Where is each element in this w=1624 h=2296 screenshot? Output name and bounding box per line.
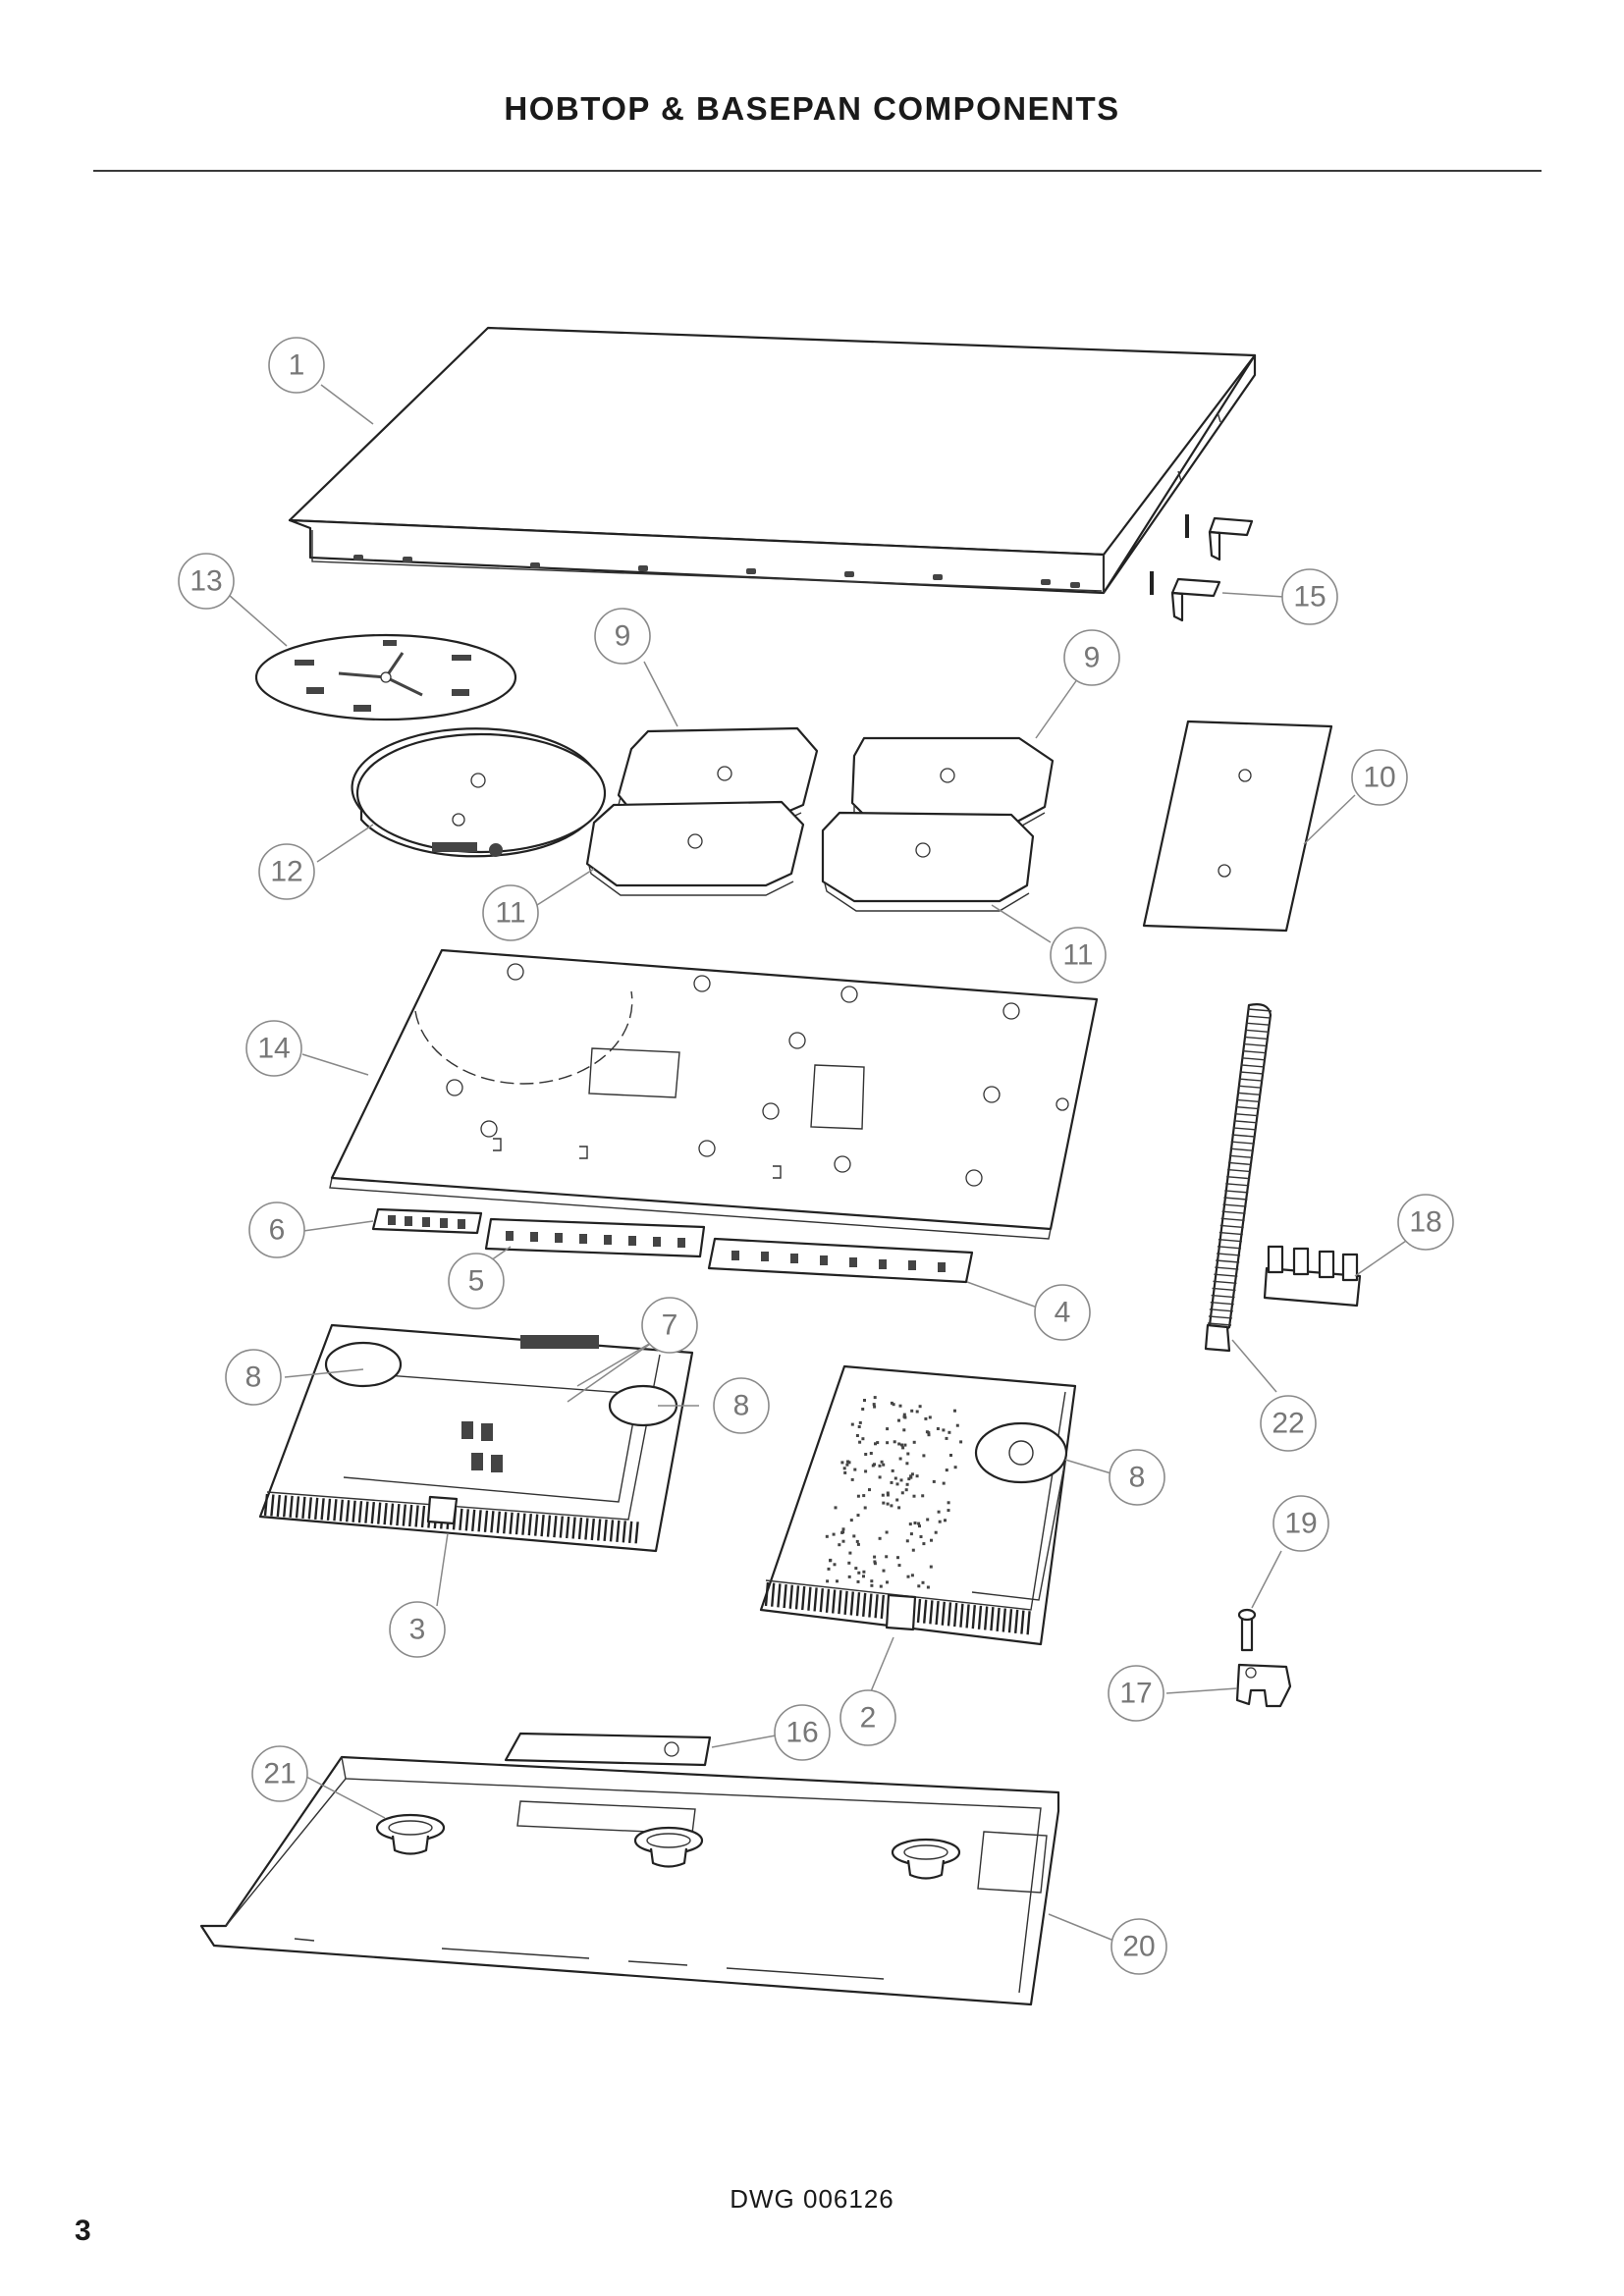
part-16-cover-plate — [504, 1732, 712, 1767]
callout-7: 7 — [641, 1297, 698, 1354]
svg-text:9: 9 — [1084, 642, 1101, 674]
svg-text:14: 14 — [257, 1033, 290, 1065]
callout-19: 19 — [1272, 1495, 1329, 1552]
callout-16: 16 — [774, 1704, 831, 1761]
page-title: HOBTOP & BASEPAN COMPONENTS — [504, 90, 1120, 127]
part-2-right-power-module — [759, 1364, 1077, 1646]
part-15-mounting-brackets — [1150, 514, 1254, 622]
svg-text:12: 12 — [270, 856, 302, 888]
svg-text:22: 22 — [1272, 1408, 1304, 1440]
svg-text:21: 21 — [263, 1758, 296, 1790]
callout-21: 21 — [251, 1745, 308, 1802]
page-number: 3 — [75, 2215, 91, 2247]
part-1-glass-top — [288, 326, 1257, 595]
callout-17: 17 — [1108, 1665, 1164, 1722]
callout-leaders — [228, 384, 1410, 1943]
part-13-coil-support-disc — [254, 633, 517, 721]
svg-text:11: 11 — [1062, 939, 1093, 972]
part-19-clamp-screw — [1237, 1608, 1257, 1652]
callout-bubbles: 1 13 15 9 9 10 — [178, 337, 1454, 1975]
callout-2: 2 — [839, 1689, 896, 1746]
part-22-flexible-conduit — [1204, 1003, 1272, 1353]
svg-text:7: 7 — [662, 1309, 678, 1342]
callout-11-right: 11 — [1050, 927, 1107, 984]
part-11-front-right-coil — [821, 811, 1035, 912]
callout-6: 6 — [248, 1201, 305, 1258]
part-5-touch-control-board — [484, 1217, 706, 1258]
callout-8-left: 8 — [225, 1349, 282, 1406]
svg-text:19: 19 — [1284, 1508, 1317, 1540]
callout-1: 1 — [268, 337, 325, 394]
part-17-cable-clamp — [1235, 1663, 1292, 1708]
drawing-number: DWG 006126 — [730, 2184, 894, 2214]
callout-11-left: 11 — [482, 884, 539, 941]
svg-text:3: 3 — [409, 1614, 426, 1646]
callout-22: 22 — [1260, 1395, 1317, 1452]
callout-8-right: 8 — [1109, 1449, 1165, 1506]
svg-text:18: 18 — [1409, 1206, 1441, 1239]
svg-text:15: 15 — [1293, 581, 1326, 614]
svg-text:20: 20 — [1122, 1931, 1155, 1963]
callout-13: 13 — [178, 553, 235, 610]
callout-5: 5 — [448, 1253, 505, 1309]
svg-text:1: 1 — [289, 349, 305, 382]
svg-text:8: 8 — [733, 1390, 750, 1422]
title-divider — [93, 170, 1542, 172]
callout-4: 4 — [1034, 1284, 1091, 1341]
svg-text:8: 8 — [245, 1362, 262, 1394]
callout-9-left: 9 — [594, 608, 651, 665]
callout-20: 20 — [1110, 1918, 1167, 1975]
svg-text:17: 17 — [1119, 1678, 1152, 1710]
part-20-base-pan — [199, 1755, 1060, 2006]
callout-15: 15 — [1281, 568, 1338, 625]
svg-text:13: 13 — [189, 565, 222, 598]
callout-10: 10 — [1351, 749, 1408, 806]
part-4-touch-control-board — [707, 1237, 974, 1284]
svg-text:2: 2 — [860, 1702, 877, 1735]
callout-8-middle: 8 — [713, 1377, 770, 1434]
part-21-rubber-feet — [375, 1813, 961, 1880]
part-14-coil-carrier-plate — [329, 948, 1099, 1240]
callout-9-right: 9 — [1063, 629, 1120, 686]
svg-text:5: 5 — [468, 1265, 485, 1298]
callout-14: 14 — [245, 1020, 302, 1077]
svg-text:16: 16 — [785, 1717, 818, 1749]
part-11-front-left-coil — [585, 800, 805, 896]
part-18-terminal-block — [1263, 1245, 1362, 1308]
part-6-touch-control-board — [371, 1207, 483, 1235]
svg-text:4: 4 — [1055, 1297, 1071, 1329]
part-10-insulation-panel — [1142, 720, 1333, 933]
svg-text:8: 8 — [1129, 1462, 1146, 1494]
callout-3: 3 — [389, 1601, 446, 1658]
svg-text:10: 10 — [1363, 762, 1395, 794]
part-12-round-induction-coil — [351, 727, 607, 858]
callout-18: 18 — [1397, 1194, 1454, 1251]
svg-text:9: 9 — [615, 620, 631, 653]
svg-text:11: 11 — [495, 897, 525, 930]
callout-12: 12 — [258, 843, 315, 900]
svg-text:6: 6 — [269, 1214, 286, 1247]
